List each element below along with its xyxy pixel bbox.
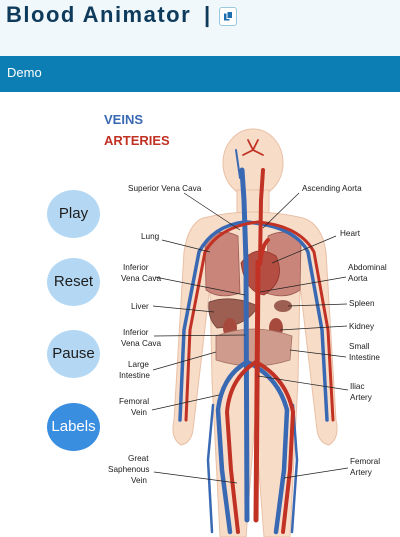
- labels-button[interactable]: Labels: [47, 403, 100, 451]
- label-kidney: Kidney: [349, 322, 375, 331]
- label-superior-vena-cava: Superior Vena Cava: [128, 184, 202, 193]
- label-large-intestine-b: Intestine: [119, 371, 150, 380]
- nav-bar: Demo: [0, 56, 400, 92]
- play-button[interactable]: Play: [47, 190, 100, 238]
- label-liver: Liver: [131, 302, 149, 311]
- label-femoral-artery-a: Femoral: [350, 457, 380, 466]
- title-separator: |: [204, 2, 211, 27]
- leader-lines: [151, 192, 349, 484]
- label-spleen: Spleen: [349, 299, 375, 308]
- anatomy-figure: Superior Vena Cava Ascending Aorta Lung …: [108, 128, 387, 537]
- label-small-intestine-b: Intestine: [349, 353, 380, 362]
- app-header: Blood Animator |: [0, 0, 400, 56]
- label-iliac-artery-b: Artery: [350, 393, 373, 402]
- app-title: Blood Animator: [6, 2, 192, 27]
- label-abdominal-aorta-b: Aorta: [348, 274, 368, 283]
- label-abdominal-aorta-a: Abdominal: [348, 263, 387, 272]
- label-ascending-aorta: Ascending Aorta: [302, 184, 362, 193]
- copy-icon: [224, 11, 233, 21]
- figure-labels: Superior Vena Cava Ascending Aorta Lung …: [108, 184, 387, 485]
- label-heart: Heart: [340, 229, 361, 238]
- label-inferior-vena-cava-2a: Inferior: [123, 328, 149, 337]
- organs: [204, 231, 302, 367]
- label-large-intestine-a: Large: [128, 360, 149, 369]
- legend-arteries: ARTERIES: [104, 133, 170, 148]
- pause-button[interactable]: Pause: [47, 330, 100, 378]
- label-inferior-vena-cava-2b: Vena Cava: [121, 339, 162, 348]
- label-great-saphenous-vein-a: Great: [128, 454, 149, 463]
- label-small-intestine-a: Small: [349, 342, 370, 351]
- label-femoral-artery-b: Artery: [350, 468, 373, 477]
- legend-veins: VEINS: [104, 112, 144, 127]
- reset-button[interactable]: Reset: [47, 258, 100, 306]
- label-great-saphenous-vein-c: Vein: [131, 476, 147, 485]
- label-great-saphenous-vein-b: Saphenous: [108, 465, 149, 474]
- label-lung: Lung: [141, 232, 160, 241]
- label-femoral-vein-b: Vein: [131, 408, 147, 417]
- arteries-network: [184, 139, 335, 534]
- label-iliac-artery-a: Iliac: [350, 382, 365, 391]
- label-inferior-vena-cava-1a: Inferior: [123, 263, 149, 272]
- nav-demo-label: Demo: [7, 65, 42, 80]
- label-inferior-vena-cava-1b: Vena Cava: [121, 274, 162, 283]
- label-femoral-vein-a: Femoral: [119, 397, 149, 406]
- copy-button[interactable]: [219, 7, 237, 26]
